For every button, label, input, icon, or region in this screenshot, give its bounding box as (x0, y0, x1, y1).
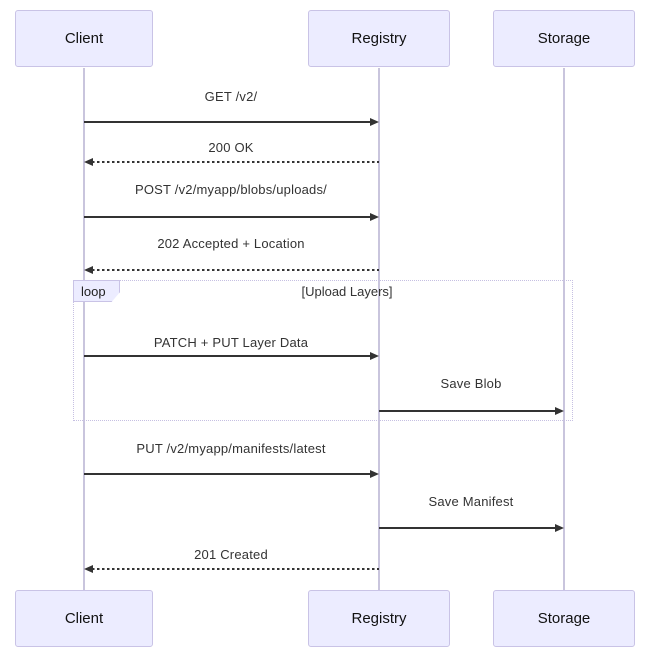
actor-box-client-bottom: Client (15, 590, 153, 647)
message-label-save-manifest: Save Manifest (428, 494, 514, 509)
actor-box-client-top: Client (15, 10, 153, 67)
actor-box-storage-bottom: Storage (493, 590, 635, 647)
actor-label: Registry (351, 610, 407, 627)
actor-box-registry-bottom: Registry (308, 590, 450, 647)
loop-fragment: loop [Upload Layers] (73, 280, 573, 421)
actor-label: Client (64, 30, 104, 47)
actor-label: Storage (537, 30, 591, 47)
arrowhead-right-icon (370, 351, 379, 360)
message-label-201-created: 201 Created (194, 547, 268, 562)
actor-label: Client (64, 610, 104, 627)
arrowhead-left-icon (84, 157, 93, 166)
message-label-post-uploads: POST /v2/myapp/blobs/uploads/ (135, 182, 327, 197)
arrowhead-right-icon (370, 117, 379, 126)
arrowhead-right-icon (555, 406, 564, 415)
message-label-200-ok: 200 OK (208, 140, 254, 155)
loop-label: loop (81, 283, 106, 299)
actor-label: Storage (537, 610, 591, 627)
actor-box-storage-top: Storage (493, 10, 635, 67)
lifeline-client (83, 68, 85, 590)
loop-label-tab: loop (73, 280, 120, 302)
message-label-put-manifest: PUT /v2/myapp/manifests/latest (136, 441, 326, 456)
lifeline-registry (378, 68, 380, 590)
arrowhead-right-icon (370, 469, 379, 478)
actor-box-registry-top: Registry (308, 10, 450, 67)
message-label-get-v2: GET /v2/ (204, 89, 258, 104)
arrowhead-left-icon (84, 265, 93, 274)
lifeline-storage (563, 68, 565, 590)
loop-title: [Upload Layers] (301, 284, 393, 299)
arrowhead-right-icon (555, 523, 564, 532)
message-label-202-accepted: 202 Accepted + Location (157, 236, 305, 251)
actor-label: Registry (351, 30, 407, 47)
message-label-save-blob: Save Blob (440, 376, 502, 391)
arrowhead-left-icon (84, 564, 93, 573)
arrowhead-right-icon (370, 212, 379, 221)
message-label-patch-put: PATCH + PUT Layer Data (153, 335, 309, 350)
